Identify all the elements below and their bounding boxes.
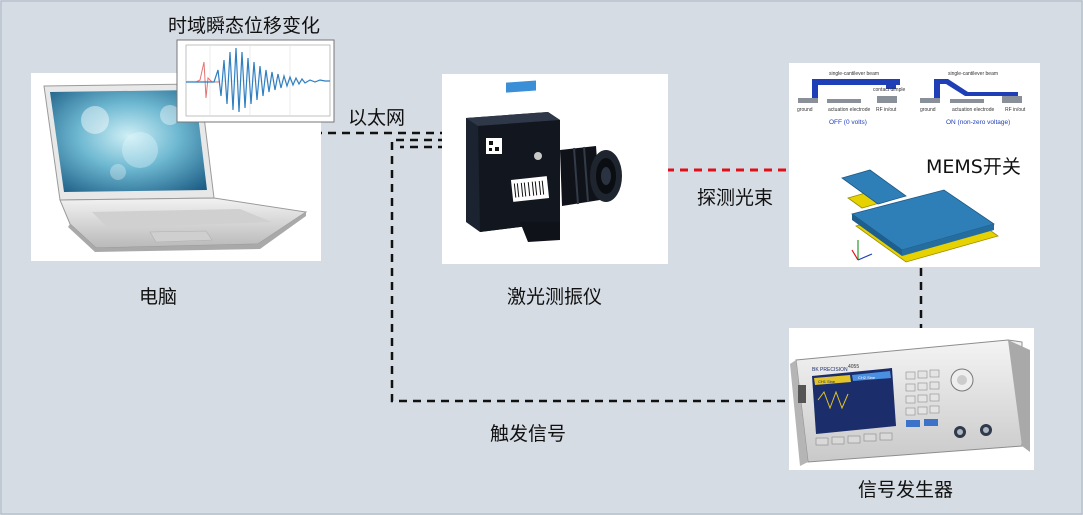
ethernet-label: 以太网 [348, 107, 405, 129]
svg-text:contact dimple: contact dimple [873, 87, 905, 93]
mems-off-state: single-cantilever beam contact dimple gr… [797, 71, 905, 126]
svg-text:RF in/out: RF in/out [1005, 107, 1026, 113]
laptop-image [31, 73, 321, 261]
svg-text:OFF (0 volts): OFF (0 volts) [829, 119, 867, 126]
mems-switch-image: single-cantilever beam contact dimple gr… [789, 63, 1040, 267]
svg-text:RF in/out: RF in/out [876, 107, 897, 113]
mems-on-state: single-cantilever beam ground actuation … [920, 71, 1026, 126]
waveform-plot [176, 39, 335, 123]
svg-text:CH2 Sine: CH2 Sine [858, 375, 876, 380]
trigger-label: 触发信号 [490, 423, 566, 445]
svg-text:actuation electrode: actuation electrode [952, 107, 994, 113]
trigger-connector [390, 138, 792, 403]
svg-text:BK PRECISION: BK PRECISION [812, 367, 848, 373]
mems-switch-label: MEMS开关 [926, 156, 1021, 178]
mems-3d-model [841, 169, 999, 263]
svg-text:actuation electrode: actuation electrode [828, 107, 870, 113]
svg-text:ON (non-zero voltage): ON (non-zero voltage) [946, 119, 1010, 126]
laser-vibrometer-image [442, 74, 668, 264]
svg-text:single-cantilever beam: single-cantilever beam [948, 71, 998, 77]
signal-generator-image: BK PRECISION 4055 CH1 Sine CH2 Sine [789, 328, 1034, 470]
svg-text:single-cantilever beam: single-cantilever beam [829, 71, 879, 77]
probe-beam-label: 探测光束 [697, 187, 773, 209]
svg-text:CH1 Sine: CH1 Sine [818, 379, 836, 384]
laptop-label: 电脑 [139, 286, 177, 308]
svg-text:4055: 4055 [848, 364, 859, 370]
svg-text:ground: ground [920, 107, 936, 113]
waveform-blue-trace [186, 47, 330, 113]
waveform-title: 时域瞬态位移变化 [168, 15, 320, 37]
signal-generator-label: 信号发生器 [858, 479, 953, 501]
vibrometer-label: 激光测振仪 [507, 286, 602, 308]
svg-text:ground: ground [797, 107, 813, 113]
